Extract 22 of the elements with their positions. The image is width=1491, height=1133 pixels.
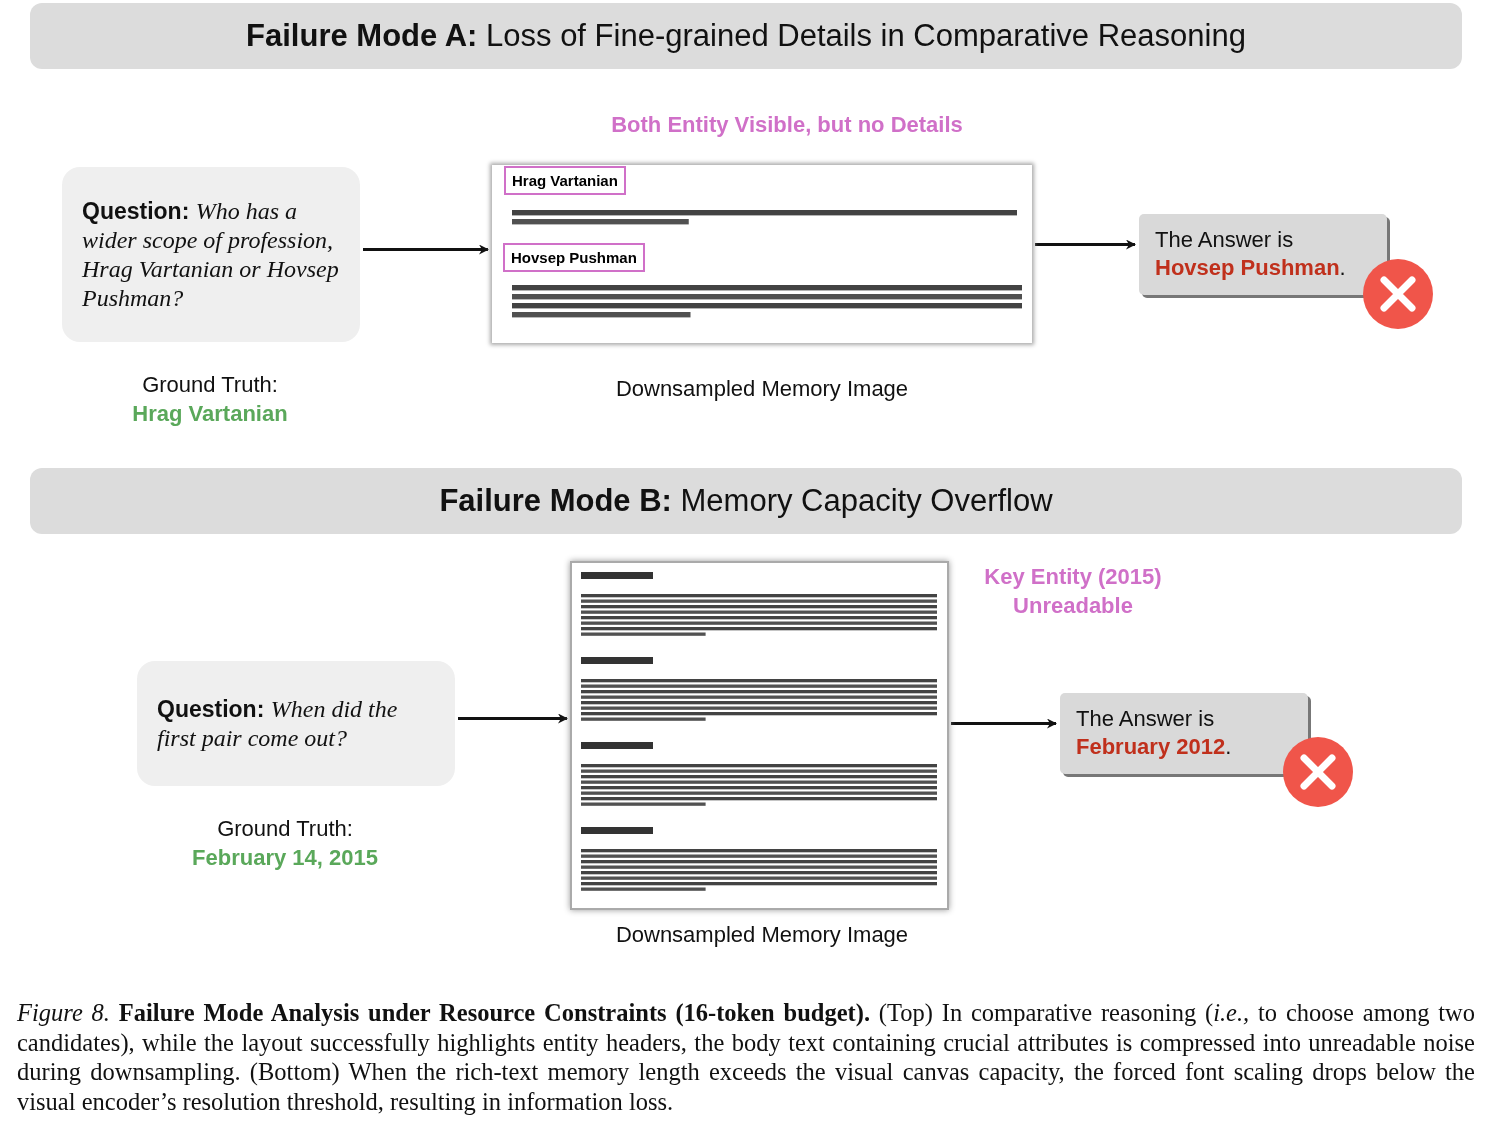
arrow [363, 244, 489, 255]
arrow [458, 713, 568, 724]
annotation-text: Key Entity (2015) Unreadable [983, 563, 1163, 620]
answer-text: The Answer is Hovsep Pushman. [1155, 226, 1347, 282]
section-heading: Failure Mode B: Memory Capacity Overflow [439, 483, 1053, 519]
arrow [1035, 239, 1136, 250]
annotation-text: Both Entity Visible, but no Details [610, 112, 964, 138]
caption-text: Downsampled Memory Image [614, 922, 910, 948]
caption-text: Ground Truth: [141, 372, 279, 398]
ground-truth-value: Hrag Vartanian [131, 401, 289, 427]
section-heading: Failure Mode A: Loss of Fine-grained Details in Comparative Reasoning [246, 18, 1246, 54]
question-text: Question: Who has a wider scope of profession, Hrag Vartanian or Hovsep Pushman? [82, 196, 340, 313]
caption-text: Downsampled Memory Image [614, 376, 910, 402]
caption-text: Ground Truth: [216, 816, 354, 842]
ground-truth-value: February 14, 2015 [191, 845, 379, 871]
answer-text: The Answer is February 2012. [1076, 705, 1233, 761]
entity-header: Hovsep Pushman [503, 243, 645, 272]
arrow [951, 718, 1057, 729]
memory-image [492, 165, 1032, 343]
question-text: Question: When did the first pair come out? [157, 694, 399, 753]
entity-header: Hrag Vartanian [504, 166, 626, 195]
figure-caption: Figure 8. Failure Mode Analysis under Resource Constraints (16-token budget). (Top) In comparative reasoning (i.e., to choose among two candidates), while the layout successfully highlights entity headers, the body text containing crucial attributes is compressed into unreadable noise during downsampling. (Bottom) When the rich-text memory length exceeds the visual canvas capacity, the forced font scaling drops below the visual encoder’s resolution threshold, resulting in information loss. [17, 998, 1475, 1116]
